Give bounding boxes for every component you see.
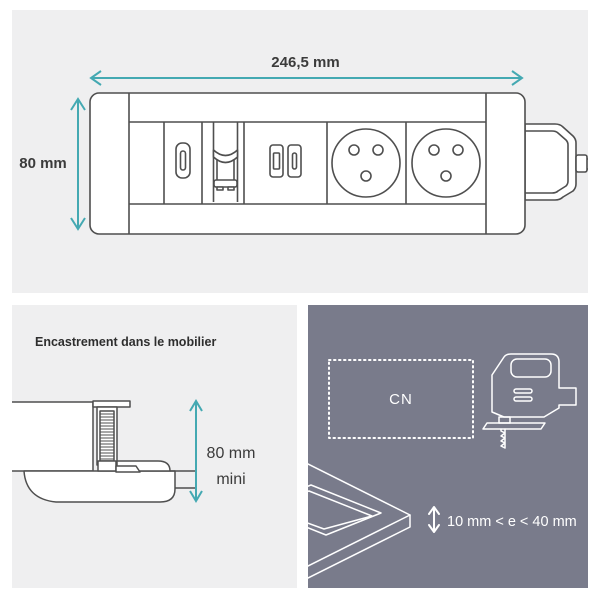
- min-depth-value: 80 mm: [206, 445, 256, 462]
- min-depth-label: 80 mm mini: [202, 441, 260, 493]
- board-drawing: [308, 463, 411, 579]
- thickness-range-label: 10 mm < e < 40 mm: [447, 514, 577, 530]
- board-cutout-drawing: [308, 353, 577, 579]
- clamp-screw: [92, 400, 141, 473]
- min-depth-qualifier: mini: [216, 471, 246, 488]
- width-dimension-label: 246,5 mm: [271, 54, 340, 71]
- power-socket-1: [331, 128, 401, 198]
- cutout-label: CN: [389, 390, 413, 408]
- height-dimension-arrow: [70, 97, 86, 231]
- power-socket-2: [411, 128, 481, 198]
- usb-ports: [269, 144, 302, 178]
- thickness-arrow-icon: [428, 506, 440, 533]
- power-strip-drawing: [70, 70, 588, 235]
- dimensions-panel: 246,5 mm 80 mm: [12, 10, 588, 293]
- height-dimension-label: 80 mm: [19, 155, 67, 172]
- cutout-panel: CN 10 mm < e < 40 mm: [308, 305, 588, 588]
- jigsaw-icon: [482, 353, 577, 449]
- mounting-title: Encastrement dans le mobilier: [35, 335, 217, 349]
- cable-grommet: [212, 122, 239, 202]
- hdmi-port: [175, 142, 191, 179]
- cable-outlet: [524, 123, 588, 201]
- cutout-outline-box: [328, 359, 474, 439]
- furniture-mounting-panel: Encastrement dans le mobilier 80 mm mini: [12, 305, 297, 588]
- width-dimension-arrow: [89, 70, 524, 86]
- mounting-drawing: [12, 399, 203, 503]
- depth-dimension-arrow: [189, 399, 203, 503]
